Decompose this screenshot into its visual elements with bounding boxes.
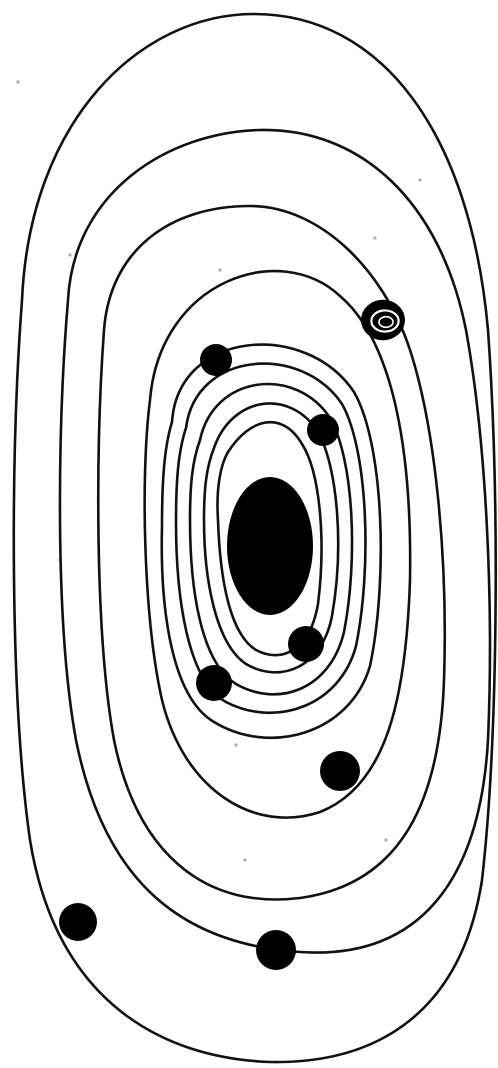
- planet-dot-icon: [288, 626, 324, 662]
- celestial-bodies-group: [59, 300, 405, 970]
- planet-dot-icon: [59, 903, 97, 941]
- paper-speck: [58, 558, 61, 561]
- paper-speck: [373, 236, 376, 239]
- paper-speck: [234, 743, 237, 746]
- paper-speck: [68, 253, 71, 256]
- ringed-planet-icon: [361, 300, 405, 340]
- paper-speck: [218, 268, 221, 271]
- paper-speck: [16, 80, 19, 83]
- paper-speck: [243, 858, 246, 861]
- paper-speck: [418, 178, 421, 181]
- sun-disc-icon: [227, 477, 313, 615]
- planet-dot-icon: [320, 751, 360, 791]
- planet-dot-icon: [196, 665, 232, 701]
- planet-dot-icon: [200, 344, 232, 376]
- paper-speck: [148, 618, 151, 621]
- planet-dot-icon: [256, 930, 296, 970]
- paper-speck: [384, 838, 387, 841]
- planet-dot-icon: [307, 414, 339, 446]
